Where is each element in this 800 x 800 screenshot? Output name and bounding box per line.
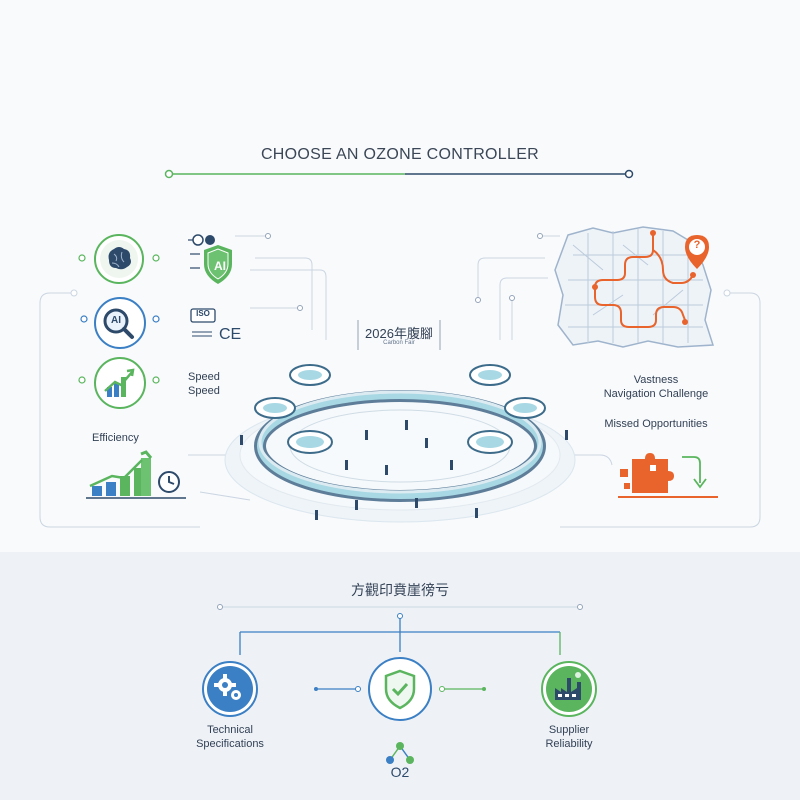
hub-label-frame xyxy=(357,320,441,350)
factory-icon xyxy=(541,661,597,717)
molecule-label: O2 xyxy=(390,764,410,780)
hub-label: 2026年腹腳 xyxy=(365,326,433,341)
location-pin-symbol: ? xyxy=(693,239,701,251)
molecule-icon xyxy=(386,742,414,764)
navigation-challenge-label: Navigation Challenge xyxy=(603,388,709,400)
brain-icon xyxy=(94,234,144,284)
speed-label-2: Speed xyxy=(188,385,220,397)
efficiency-label: Efficiency xyxy=(92,432,139,444)
bottom-item-3-line2: Reliability xyxy=(545,738,593,750)
missed-opportunities-label: Missed Opportunities xyxy=(604,418,708,430)
puzzle-icon xyxy=(618,453,718,498)
ai-search-icon xyxy=(94,297,146,349)
growth-chart-icon xyxy=(94,357,146,409)
ai-shield-label: AI xyxy=(214,259,226,273)
speed-label-1: Speed xyxy=(188,371,220,383)
efficiency-chart-icon xyxy=(86,450,186,499)
ce-mark-icon: CE xyxy=(219,326,242,343)
iso-sub-lines xyxy=(192,331,212,337)
location-pin-icon xyxy=(685,235,709,269)
bottom-item-1-line1: Technical xyxy=(207,724,253,736)
iso-label: ISO xyxy=(196,309,210,318)
gears-icon xyxy=(202,661,258,717)
city-map-icon xyxy=(554,226,715,348)
bottom-section-title: 方觀印賁崖徬亏 xyxy=(351,582,449,598)
carbon-fair-hub xyxy=(224,364,576,523)
ai-search-label: AI xyxy=(111,315,121,326)
page-title: CHOOSE AN OZONE CONTROLLER xyxy=(260,146,540,163)
vastness-label: Vastness xyxy=(633,374,679,386)
bottom-item-1-line2: Specifications xyxy=(196,738,264,750)
iso-icon xyxy=(190,308,216,323)
ai-shield-icon xyxy=(188,234,232,284)
clock-icon xyxy=(158,471,180,493)
bottom-item-3-line1: Supplier xyxy=(548,724,590,736)
check-shield-icon xyxy=(368,657,432,721)
hub-sublabel: Carbon Fair xyxy=(383,340,415,346)
